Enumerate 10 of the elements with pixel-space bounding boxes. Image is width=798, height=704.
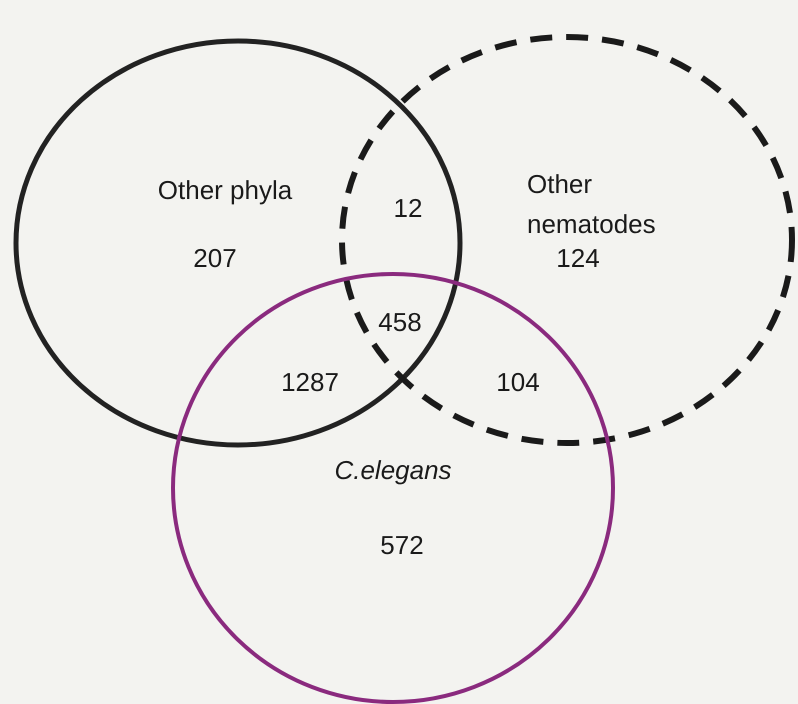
count-label: 207 [192,242,238,275]
count-label: 1287 [280,366,340,399]
count-label: 104 [495,366,541,399]
set-label: C.elegans [333,454,453,487]
set-label: Other phyla [156,174,294,207]
count-label: 572 [379,529,425,562]
count-label: 12 [392,192,424,225]
set-label: Other nematodes [527,168,657,241]
count-label: 124 [555,242,601,275]
count-label: 458 [377,306,423,339]
